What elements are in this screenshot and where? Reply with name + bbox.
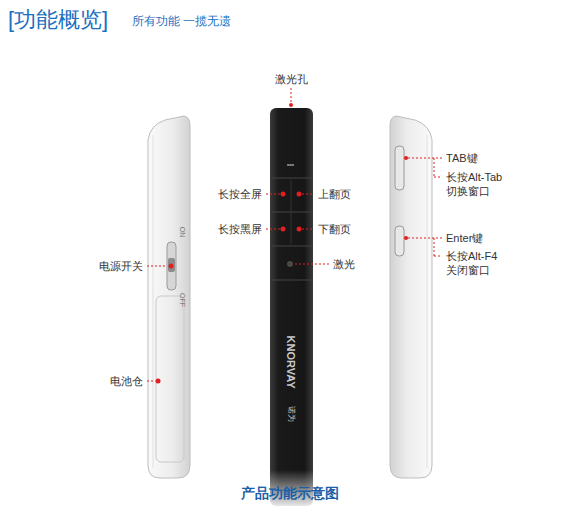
laser-button-dot: [287, 261, 293, 267]
brand-mark: 诺为: [286, 406, 297, 422]
key-label: Enter键: [446, 231, 483, 245]
subtitle: 所有功能 一揽无遗: [132, 14, 231, 29]
right-side-view: [390, 116, 432, 478]
key-label: TAB键: [446, 151, 478, 165]
function-label: 长按黑屏: [218, 222, 262, 236]
part-label: 电池仓: [110, 374, 143, 388]
switch-marking: OFF: [177, 293, 187, 307]
part-label: 激光孔: [275, 72, 308, 86]
function-label: 上翻页: [318, 187, 351, 201]
function-label: 长按全屏: [218, 187, 262, 201]
callout-dots: [156, 103, 409, 384]
part-label: 电源开关: [99, 259, 143, 273]
function-label: 激光: [333, 257, 355, 271]
function-label: 长按Alt-Tab 切换窗口: [446, 170, 530, 198]
left-side-view: [148, 116, 190, 478]
front-view: [260, 108, 320, 510]
switch-marking: ON: [177, 227, 187, 238]
page-title: [功能概览]: [8, 6, 108, 34]
brand-mark: KNORVAY: [284, 336, 298, 389]
figure-caption: 产品功能示意图: [241, 484, 339, 502]
function-label: 长按Alt-F4 关闭窗口: [446, 249, 530, 277]
function-label: 下翻页: [318, 222, 351, 236]
